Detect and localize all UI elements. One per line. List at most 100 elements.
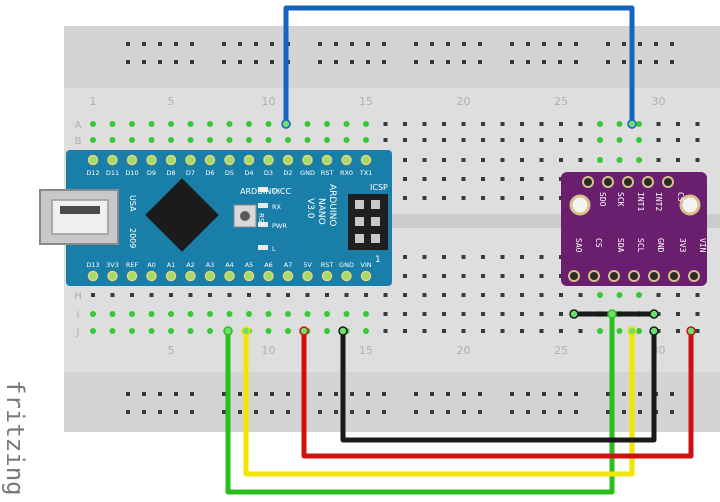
breadboard-hole [520,329,524,333]
yellow-wire [243,331,635,477]
breadboard-hole [422,177,427,181]
rail-hole [510,392,514,396]
connected-hole [90,121,96,127]
rail-hole [478,60,482,64]
row-letter: A [75,120,82,131]
arduino-bottom-pin [243,270,255,282]
breadboard-hole [520,196,524,200]
arduino-top-pin [185,154,196,166]
rail-hole [254,60,258,64]
rail-hole [174,60,178,64]
wire-end [686,326,696,336]
top-power-rail [64,26,720,88]
arduino-top-pin [165,154,177,166]
breadboard-hole [676,138,680,142]
mount-hole-bottom [679,194,701,216]
black-wire [340,331,657,443]
breadboard-hole [500,177,505,181]
breadboard-hole [344,293,349,297]
rail-hole [526,410,530,414]
connected-hole [90,137,96,143]
rail-hole [366,410,370,414]
breadboard-hole [539,122,544,126]
rail-hole [478,410,482,414]
rail-hole [238,42,242,46]
blue-wire [283,5,635,124]
rail-hole [142,410,146,414]
column-number-top: 25 [554,95,568,108]
connected-hole [265,137,272,143]
arduino-top-pin [224,154,235,166]
breadboard-hole [442,138,446,142]
arduino-top-pin-label: D6 [205,169,214,177]
breadboard-hole [539,177,544,181]
arduino-bottom-pin-label: RST [321,261,334,269]
breadboard-hole [383,138,388,142]
connected-hole [207,328,213,334]
rail-hole [350,392,354,396]
arduino-bottom-pin [341,270,352,282]
arduino-top-pin [360,154,372,166]
breadboard-hole [500,293,505,297]
breadboard-hole [305,293,310,297]
sensor-bottom-label: SDA [616,238,625,253]
breadboard-hole [656,293,661,297]
breadboard-hole [422,255,427,259]
rail-hole [254,392,258,396]
breadboard-hole [91,293,95,297]
arduino-top-pin [302,154,313,166]
bottom-power-rail [64,372,720,432]
breadboard-hole [520,177,524,181]
breadboard-hole [520,274,524,278]
breadboard-hole [695,138,700,142]
connected-hole [129,328,135,334]
breadboard-hole [520,122,524,126]
arduino-bottom-pin-label: A4 [225,261,234,269]
rail-hole [366,42,370,46]
breadboard-hole [403,274,407,278]
sensor-top-label: SCK [616,192,625,207]
sensor-header-pin [588,270,600,282]
arduino-top-pin-label: RST [321,169,334,177]
wire-end [281,119,291,129]
rail-hole [462,42,466,46]
rail-hole [510,60,514,64]
arduino-top-pin-label: D12 [86,169,99,177]
led-label: PWR [272,222,287,230]
rail-hole [430,392,434,396]
breadboard-hole [481,312,485,316]
led-label: TX [271,187,281,195]
arduino-top-pin-label: D4 [244,169,253,177]
rail-hole [238,410,242,414]
breadboard-hole [325,293,329,297]
breadboard-hole [442,196,446,200]
icsp-pin [371,217,380,226]
breadboard-hole [422,122,427,126]
connected-hole [246,311,252,317]
arduino-top-pin-label: D2 [283,169,292,177]
wire-end [241,326,251,336]
sensor-header-pin [602,176,614,188]
column-number-top: 30 [652,95,666,108]
breadboard-hole [208,293,212,297]
sensor-header-pin [568,270,580,282]
breadboard-hole [656,122,661,126]
sensor-header-pin [688,270,700,282]
connected-hole [109,121,116,127]
breadboard-hole [130,293,134,297]
connected-hole [363,328,369,334]
rail-hole [158,392,162,396]
arduino-top-pin-label: RX0 [340,169,353,177]
breadboard-hole [461,196,466,200]
breadboard-hole [442,255,446,259]
wire-end [569,309,579,319]
breadboard-hole [559,158,563,162]
column-number-top: 5 [168,95,175,108]
connected-hole [168,121,174,127]
connected-hole [109,311,116,317]
breadboard-hole [461,138,466,142]
rail-hole [414,42,418,46]
rail-hole [526,60,530,64]
rail-hole [558,392,562,396]
sensor-bottom-label: 3V3 [678,238,687,253]
